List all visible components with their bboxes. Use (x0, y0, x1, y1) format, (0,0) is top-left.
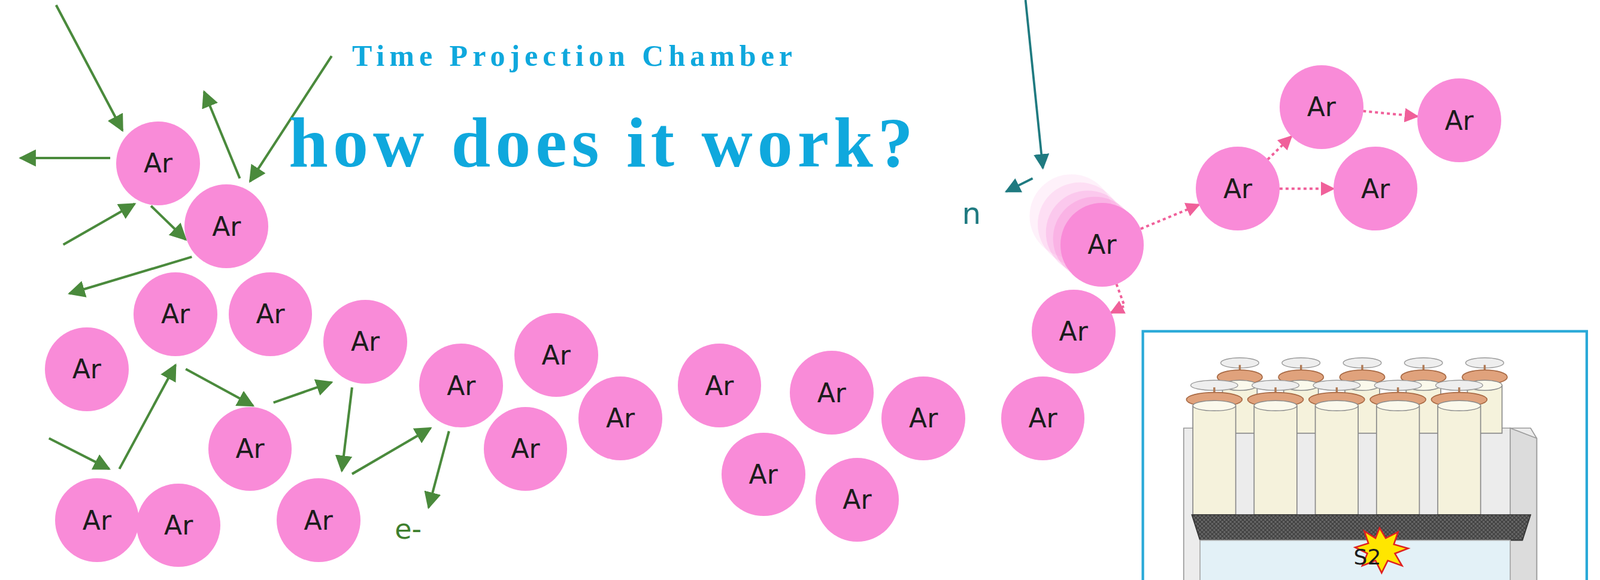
atom-label: Ar (211, 211, 241, 242)
electron-arrow (150, 205, 186, 240)
atom-label: Ar (1087, 229, 1117, 260)
pmt-part (1315, 400, 1359, 411)
atom-label: Ar (72, 353, 102, 385)
atom-label: Ar (350, 326, 380, 357)
argon-atom: Ar (1001, 376, 1086, 461)
argon-atom: Ar (1279, 65, 1364, 150)
electron-arrow (352, 428, 431, 475)
argon-atom: Ar (419, 343, 503, 428)
pmt-part (1315, 405, 1359, 515)
atom-label: Ar (704, 370, 734, 402)
atom-label: Ar (511, 433, 541, 465)
argon-atom: Ar (133, 272, 218, 357)
atom-label: Ar (82, 505, 112, 536)
pmt-part (1192, 405, 1236, 515)
pmt-part (1437, 405, 1481, 515)
recoil-arrow (1267, 136, 1292, 160)
electron-arrow (119, 365, 176, 470)
argon-atom: Ar (514, 313, 599, 398)
pmt-part (1253, 405, 1298, 515)
slide-heading: how does it work? (288, 104, 918, 183)
atom-label: Ar (1028, 402, 1057, 434)
argon-atom: Ar (55, 478, 139, 563)
atom-label: Ar (1223, 173, 1253, 205)
argon-atom: Ar (323, 300, 408, 384)
argon-atom: Ar (116, 121, 200, 206)
electron-arrow (20, 156, 111, 160)
argon-atom: Ar (44, 327, 129, 412)
argon-atom: Ar (1333, 146, 1418, 231)
argon-atom: Ar (1417, 78, 1502, 163)
argon-atom: Ar (483, 407, 568, 492)
atom-label: Ar (255, 298, 285, 330)
recoil-arrow (1110, 284, 1125, 314)
argon-atom: Ar (578, 376, 663, 461)
argon-atom: Ar (677, 343, 762, 428)
atom-label: Ar (235, 433, 265, 465)
detector-inset (1143, 331, 1587, 580)
argon-atom: Ar (1060, 202, 1145, 287)
electron-arrow (341, 387, 353, 472)
atom-label: Ar (749, 459, 778, 490)
argon-atom: Ar (276, 478, 361, 563)
argon-atom: Ar (228, 272, 313, 357)
slide-subtitle: Time Projection Chamber (352, 39, 798, 73)
atom-label: Ar (908, 402, 938, 434)
signal-label: S2 (1353, 545, 1382, 570)
argon-atom: Ar (136, 483, 221, 568)
recoil-arrow (1140, 204, 1200, 229)
particle-label: n (961, 197, 981, 231)
pmt-part (1437, 400, 1481, 411)
pmt-part (1192, 400, 1236, 411)
atom-label: Ar (161, 298, 190, 330)
recoil-arrow (1362, 111, 1418, 117)
argon-atom: Ar (815, 458, 900, 542)
argon-atom: Ar (208, 407, 293, 492)
argon-atom: Ar (721, 432, 806, 517)
argon-atom: Ar (1195, 146, 1280, 231)
atom-label: Ar (842, 484, 872, 515)
electron-arrow (185, 368, 253, 406)
atom-label: Ar (1361, 173, 1390, 205)
electron-arrow (273, 382, 332, 403)
atom-label: Ar (541, 340, 571, 371)
neutron-path (1005, 0, 1043, 192)
electron-arrow (63, 204, 135, 245)
electron-arrow (49, 438, 110, 469)
electron-arrow (204, 91, 241, 179)
electron-arrow (56, 5, 123, 131)
electron-arrow (428, 431, 450, 508)
argon-atom: Ar (1031, 289, 1116, 374)
atom-label: Ar (1307, 91, 1336, 123)
atom-label: Ar (605, 402, 635, 434)
argon-atom: Ar (881, 376, 966, 461)
particle-label: e- (394, 514, 422, 545)
pmt-part (1376, 405, 1420, 515)
atom-label: Ar (1444, 105, 1474, 136)
atom-label: Ar (1059, 316, 1089, 347)
argon-atom: Ar (789, 350, 874, 435)
argon-atom: Ar (184, 184, 269, 269)
electron-path (20, 5, 450, 509)
atom-label: Ar (446, 370, 476, 402)
atom-label: Ar (164, 510, 193, 541)
pmt-part (1253, 400, 1298, 411)
pmt-part (1376, 400, 1420, 411)
atom-label: Ar (304, 505, 333, 536)
atom-label: Ar (817, 377, 847, 409)
atom-label: Ar (143, 147, 173, 179)
recoil-arrow (1279, 187, 1334, 190)
